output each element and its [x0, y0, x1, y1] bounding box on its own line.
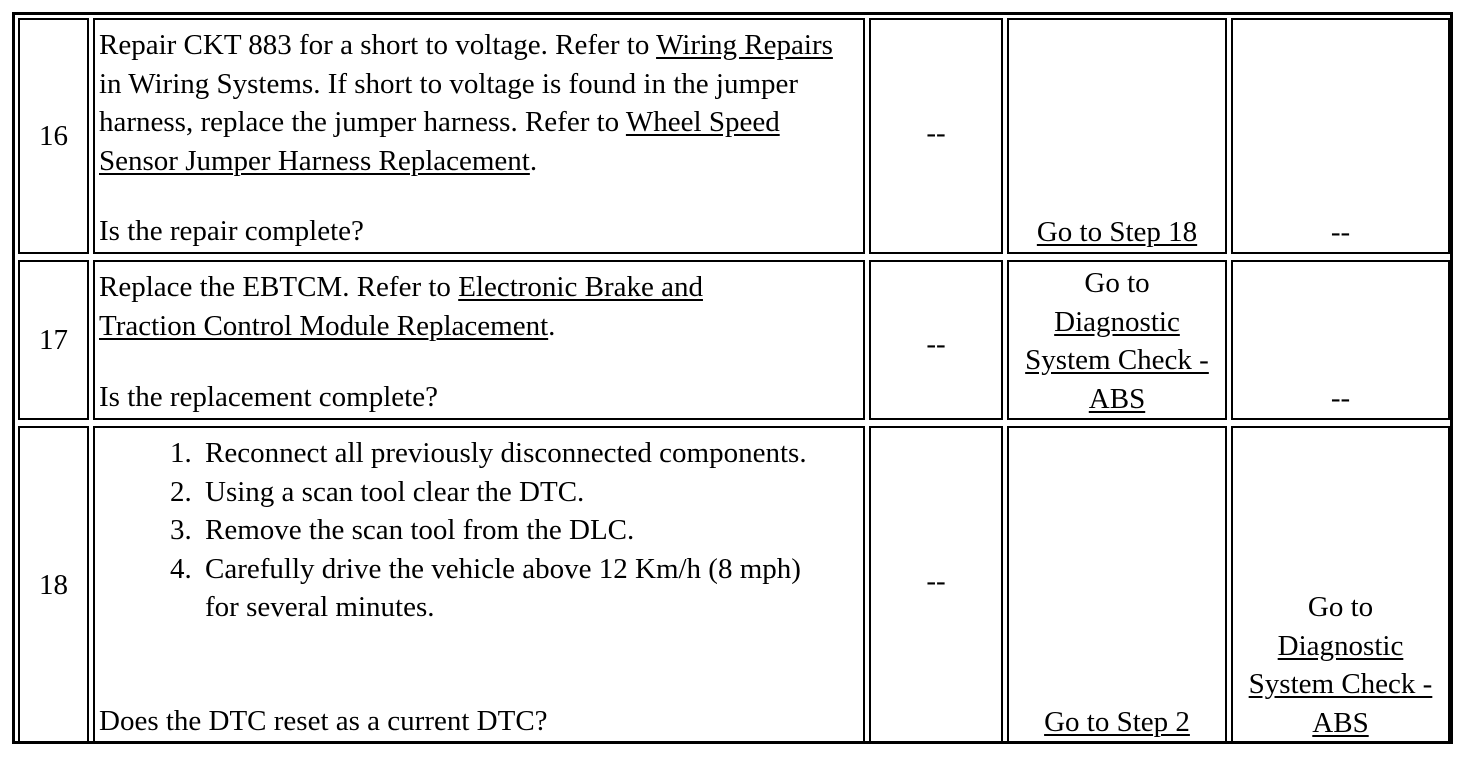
- diagnostic-table: 16 Repair CKT 883 for a short to voltage…: [12, 12, 1453, 744]
- list-item: Reconnect all previously disconnected co…: [199, 434, 819, 473]
- no-action-text: --: [1330, 381, 1351, 414]
- step-instruction: Replace the EBTCM. Refer to Electronic B…: [99, 268, 799, 345]
- step-number: 18: [18, 426, 89, 744]
- step-description: Repair CKT 883 for a short to voltage. R…: [93, 18, 865, 254]
- jumper-harness-replacement-link[interactable]: Wheel Speed Sensor Jumper Harness Replac…: [99, 106, 780, 177]
- go-to-prefix: Go to: [1084, 267, 1150, 299]
- instruction-text: Replace the EBTCM. Refer to: [99, 271, 459, 303]
- step-description: Reconnect all previously disconnected co…: [93, 426, 865, 744]
- value-cell: --: [869, 426, 1003, 744]
- instruction-text: .: [548, 309, 556, 342]
- value-cell: --: [869, 18, 1003, 254]
- diagnostic-system-check-link[interactable]: Diagnostic System Check - ABS: [1025, 305, 1209, 415]
- step-instruction: Repair CKT 883 for a short to voltage. R…: [99, 26, 859, 180]
- list-item: Using a scan tool clear the DTC.: [199, 473, 819, 512]
- yes-action-cell: Go to Step 2: [1007, 426, 1227, 744]
- no-action-cell: --: [1231, 18, 1450, 254]
- yes-action-cell: Go to Diagnostic System Check - ABS: [1007, 260, 1227, 420]
- value-text: --: [926, 327, 946, 360]
- step-number-text: 16: [39, 119, 68, 152]
- list-item: Carefully drive the vehicle above 12 Km/…: [199, 550, 819, 627]
- no-action-text: --: [1330, 215, 1351, 248]
- wiring-repairs-link[interactable]: Wiring Repairs: [656, 29, 833, 61]
- step-question: Is the replacement complete?: [99, 380, 438, 413]
- go-to-step-18-link[interactable]: Go to Step 18: [1036, 215, 1198, 248]
- value-text: --: [926, 116, 946, 149]
- step-question: Does the DTC reset as a current DTC?: [99, 704, 548, 737]
- ebtcm-replacement-link[interactable]: Electronic Brake and Traction Control Mo…: [99, 271, 703, 342]
- go-to-step-2-link[interactable]: Go to Step 2: [1044, 705, 1190, 738]
- list-item: Remove the scan tool from the DLC.: [199, 511, 819, 550]
- step-number: 16: [18, 18, 89, 254]
- value-cell: --: [869, 260, 1003, 420]
- value-text: --: [926, 564, 946, 597]
- step-question: Is the repair complete?: [99, 214, 364, 247]
- no-action-cell: Go to Diagnostic System Check - ABS: [1231, 426, 1450, 744]
- step-description: Replace the EBTCM. Refer to Electronic B…: [93, 260, 865, 420]
- step-number-text: 17: [39, 323, 68, 356]
- instruction-text: .: [529, 144, 538, 177]
- instruction-text: Repair CKT 883 for a short to voltage. R…: [99, 29, 657, 61]
- step-number-text: 18: [39, 568, 68, 601]
- yes-action-cell: Go to Step 18: [1007, 18, 1227, 254]
- instruction-text: in Wiring Systems. If short to voltage i…: [99, 67, 799, 139]
- procedure-list: Reconnect all previously disconnected co…: [99, 434, 819, 627]
- no-action-cell: --: [1231, 260, 1450, 420]
- step-number: 17: [18, 260, 89, 420]
- diagnostic-system-check-link[interactable]: Diagnostic System Check - ABS: [1248, 629, 1433, 739]
- go-to-prefix: Go to: [1307, 591, 1374, 623]
